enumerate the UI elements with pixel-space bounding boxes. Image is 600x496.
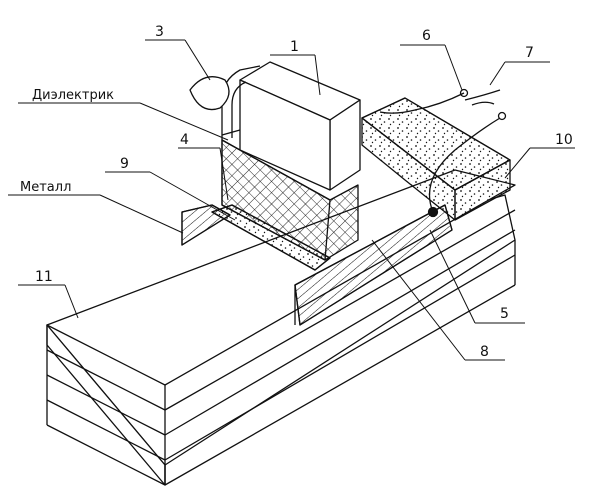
metal-fin-front xyxy=(294,204,453,326)
label-11: 11 xyxy=(35,269,53,285)
leader-lines xyxy=(8,39,575,361)
label-6: 6 xyxy=(422,28,431,44)
label-3: 3 xyxy=(155,24,164,40)
label-1: 1 xyxy=(290,39,299,55)
holder-nozzle xyxy=(189,65,261,140)
tool-block xyxy=(239,61,361,191)
terminal-leads xyxy=(379,88,507,121)
metal-fin-left xyxy=(181,204,231,246)
label-dielectric: Диэлектрик xyxy=(32,88,114,103)
label-5: 5 xyxy=(500,306,509,322)
label-8: 8 xyxy=(480,344,489,360)
label-4: 4 xyxy=(180,132,189,148)
label-metal: Металл xyxy=(20,180,71,195)
label-9: 9 xyxy=(120,156,129,172)
dielectric-strip xyxy=(211,204,331,271)
contact-lead xyxy=(428,117,501,213)
label-7: 7 xyxy=(525,45,534,61)
label-10: 10 xyxy=(555,132,573,148)
